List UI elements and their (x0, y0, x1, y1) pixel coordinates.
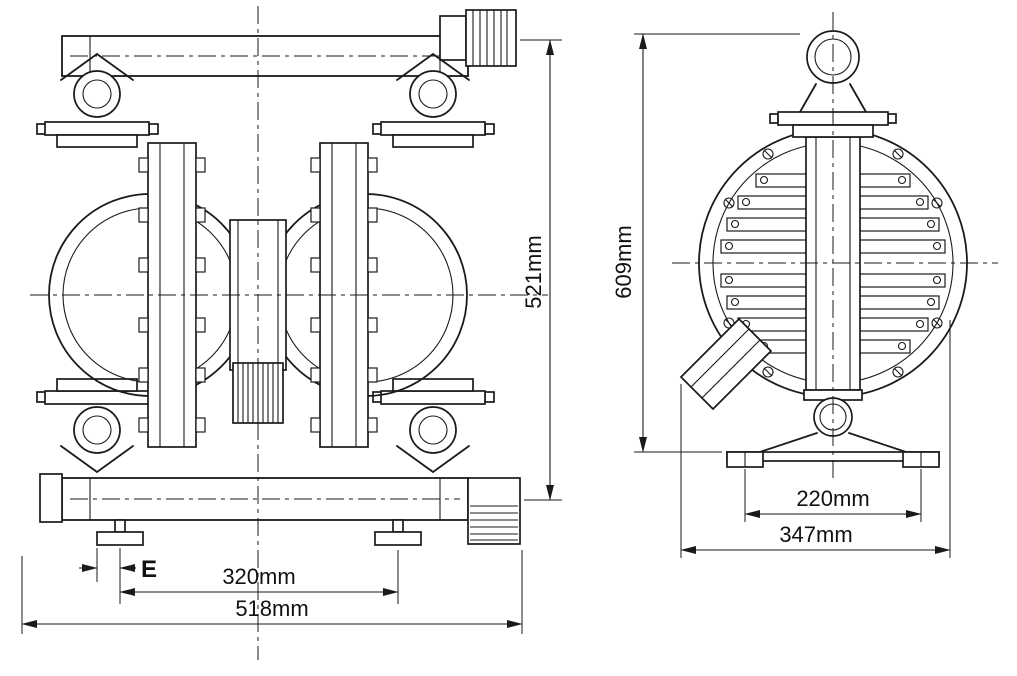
front-dimensions: E 320mm 518mm 521mm (21, 39, 562, 634)
side-centerlines (672, 12, 998, 478)
top-manifold (61, 35, 469, 77)
corner-valve-top-left (36, 52, 159, 148)
outlet-coupling-top (439, 9, 517, 67)
outlet-coupling-bottom (467, 477, 521, 545)
side-dimensions: 609mm 220mm 347mm (611, 33, 951, 558)
front-view: E 320mm 518mm 521mm (21, 6, 562, 660)
bottom-manifold (39, 473, 469, 523)
angled-muffler (679, 317, 773, 411)
dim-label-e: E (141, 556, 157, 583)
dim-label-320mm: 320mm (222, 564, 295, 589)
base-foot (726, 432, 940, 468)
dim-label-220mm: 220mm (796, 486, 869, 511)
dim-label-518mm: 518mm (235, 596, 308, 621)
corner-valve-top-right (372, 52, 495, 148)
front-centerlines (30, 6, 548, 660)
dim-label-521mm: 521mm (521, 235, 546, 308)
corner-valve-bottom-right (372, 378, 495, 474)
bottom-port (803, 389, 863, 437)
mounting-feet (96, 519, 422, 546)
side-view: 609mm 220mm 347mm (611, 12, 998, 558)
dim-label-609mm: 609mm (611, 225, 636, 298)
dim-label-347mm: 347mm (779, 522, 852, 547)
